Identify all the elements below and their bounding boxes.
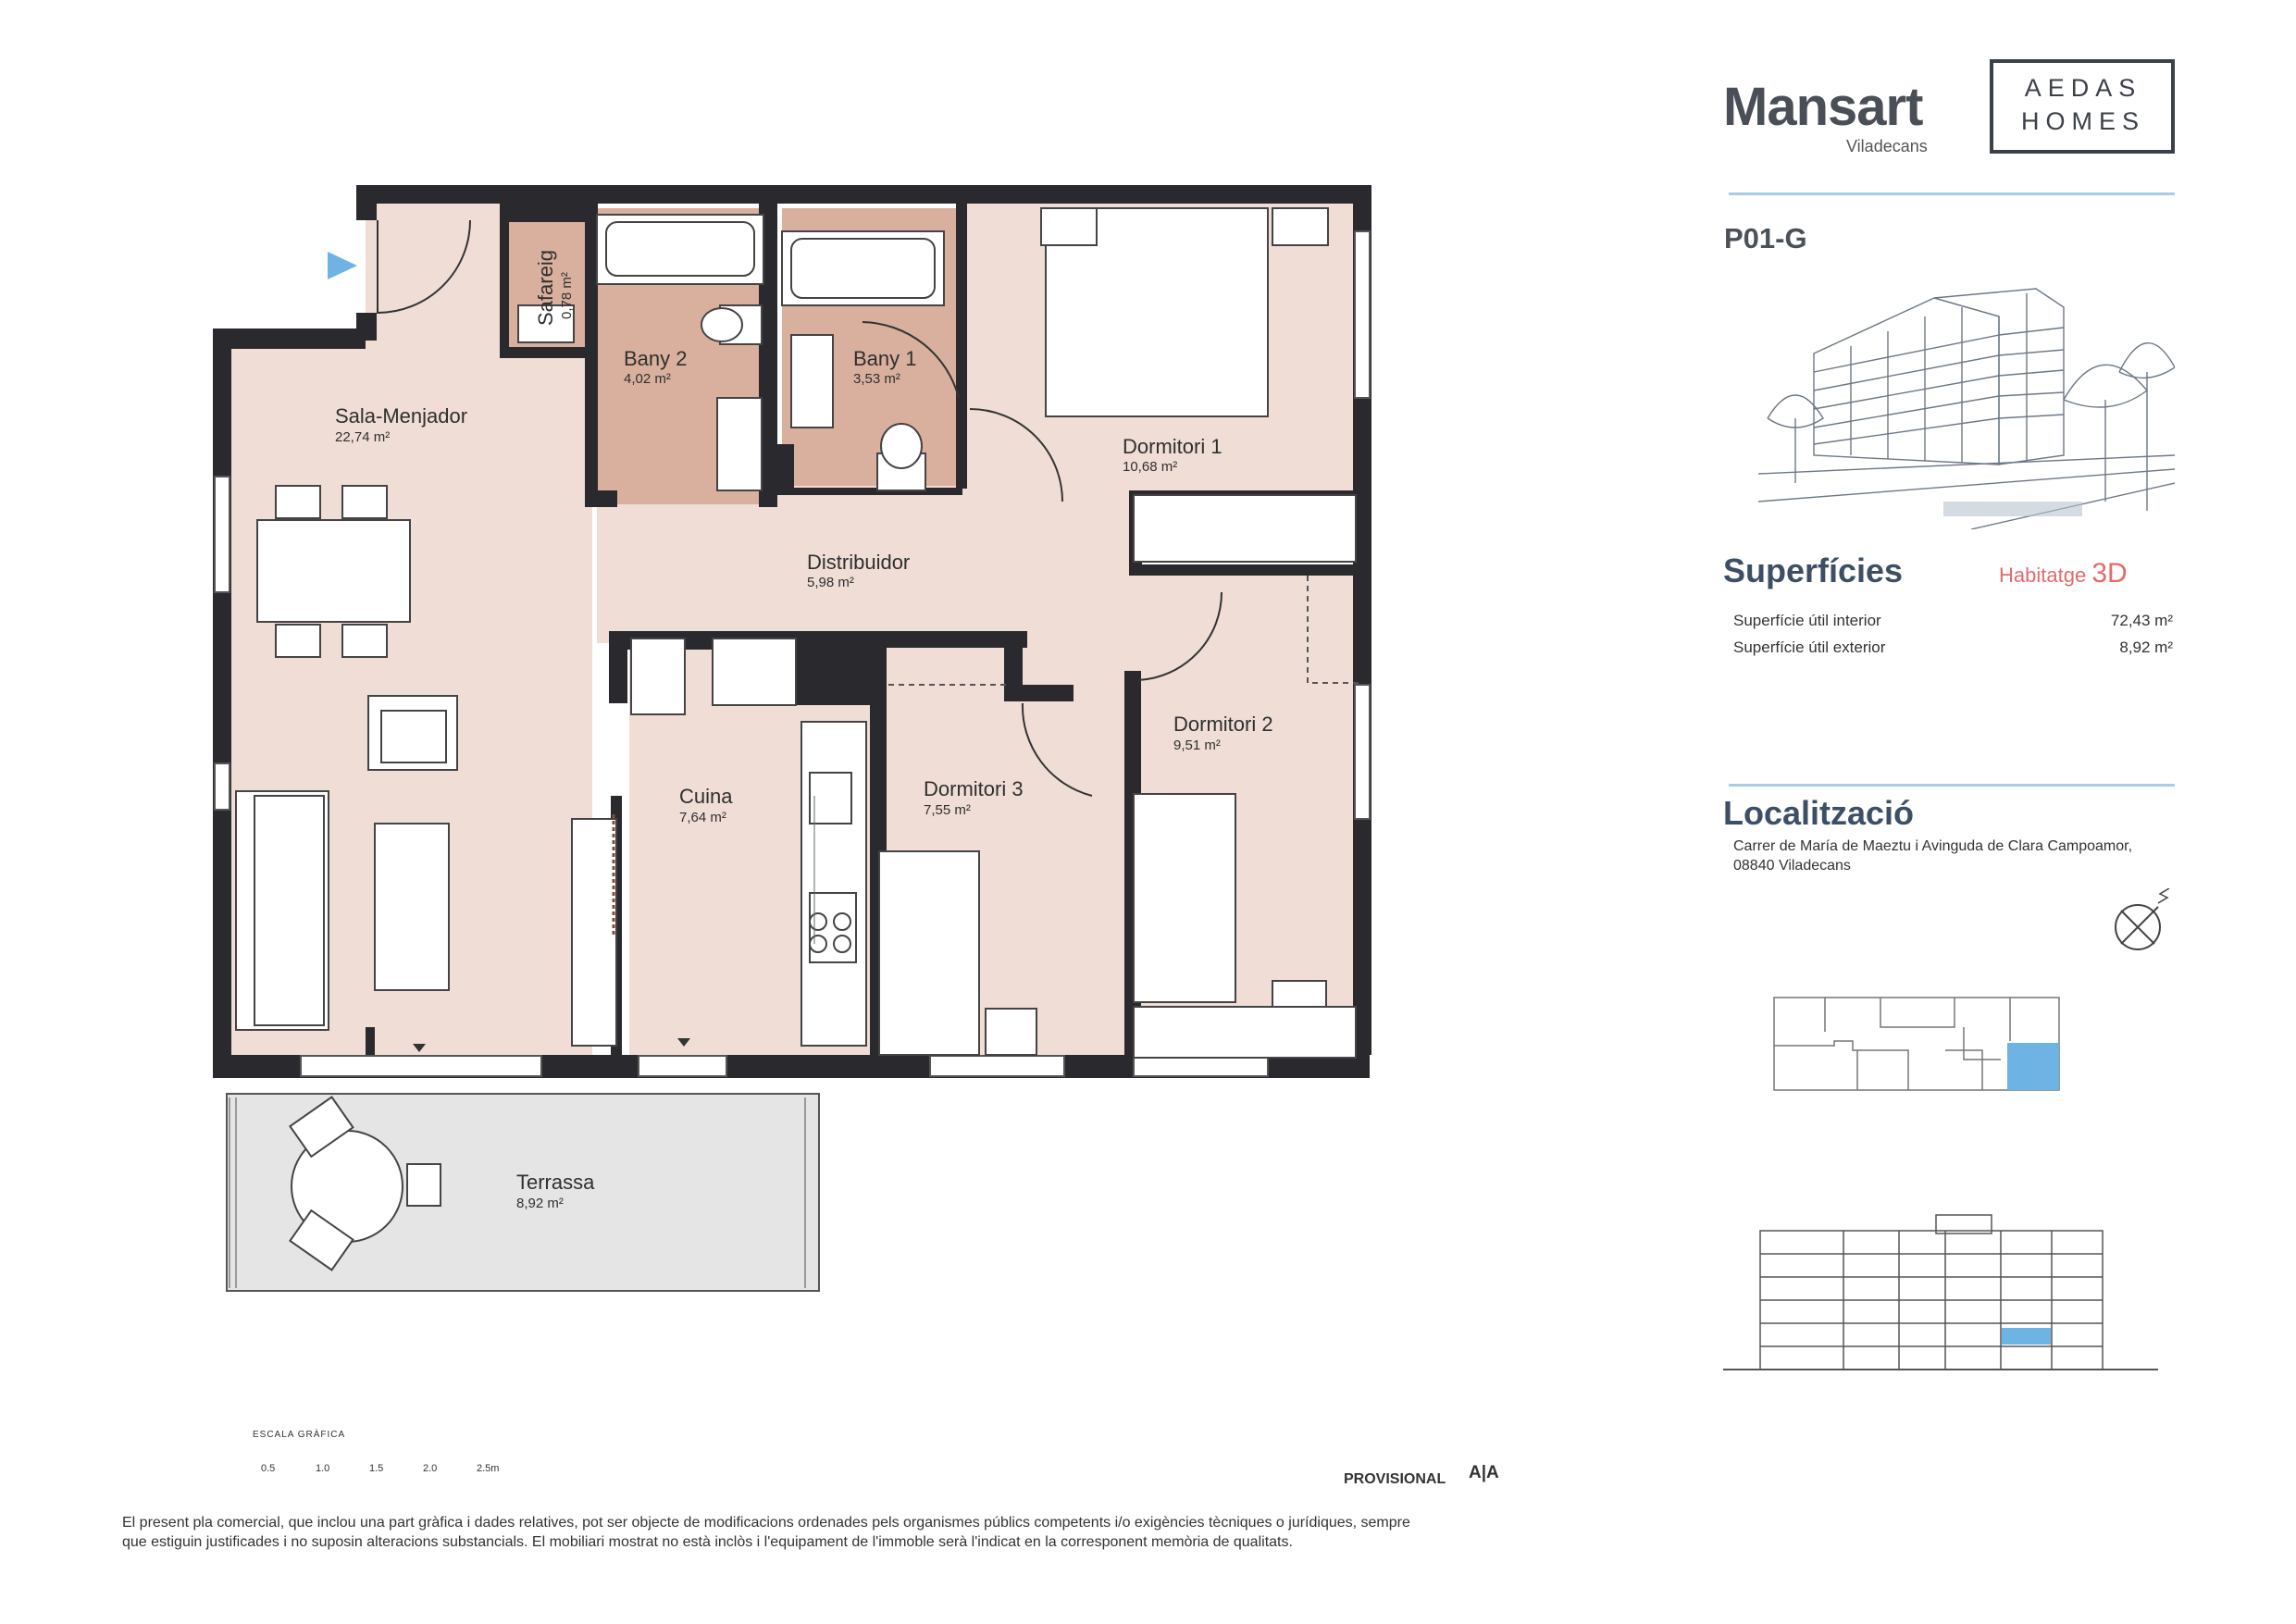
room-name-terrace: Terrassa [516,1171,595,1194]
room-area-bedroom2: 9,51 m² [1173,738,1221,753]
room-labels: Safareig 0,78 m² Bany 2 4,02 m² Bany 1 3… [335,250,1273,1211]
disclaimer-line1: El present pla comercial, que inclou una… [122,1515,1410,1531]
disclaimer-line2: que estiguin justificades i no suposin a… [122,1534,1293,1550]
room-name-hall: Distribuidor [807,551,910,574]
room-area-bath2: 4,02 m² [624,371,671,387]
interior-surface-value: 72,43 m² [2110,612,2173,629]
interior-surface-label: Superfície útil interior [1733,612,1881,629]
brand-name: Mansart [1723,77,1923,137]
divider [1729,784,2175,787]
location-title: Localització [1723,794,1915,832]
room-area-terrace: 8,92 m² [516,1196,564,1211]
address-line1: Carrer de María de Maeztu i Avinguda de … [1733,838,2133,854]
unit-type-label: Habitatge [1999,564,2087,587]
room-area-laundry: 0,78 m² [559,272,575,319]
scale-title: ESCALA GRÀFICA [253,1430,346,1440]
room-name-kitchen: Cuina [679,785,733,808]
windows [214,230,1371,1077]
scale-tick: 2.0 [423,1463,438,1474]
compass-icon [2115,888,2170,950]
room-area-living: 22,74 m² [335,429,390,445]
unit-type: Habitatge 3D [1999,558,2128,589]
room-name-bedroom1: Dormitori 1 [1123,435,1222,458]
unit-type-value: 3D [2091,558,2128,589]
surfaces-title: Superfícies [1723,552,1904,589]
room-area-kitchen: 7,64 m² [679,810,726,825]
divider [1729,192,2175,195]
scale-tick: 1.0 [316,1463,330,1474]
floor-plan: Safareig 0,78 m² Bany 2 4,02 m² Bany 1 3… [213,185,1371,1292]
room-name-bedroom3: Dormitori 3 [924,777,1024,800]
energy-rating: A|A [1469,1463,1499,1482]
room-name-bath1: Bany 1 [853,347,917,370]
brand-city: Viladecans [1846,137,1928,155]
partner-logo-line1: AEDAS [2024,74,2142,102]
room-area-bedroom3: 7,55 m² [924,802,971,818]
building-illustration [1758,288,2175,529]
energy-status: PROVISIONAL [1344,1471,1446,1487]
interior-surface-row: Superfície útil interior 72,43 m² [1733,612,2173,630]
exterior-surface-value: 8,92 m² [2119,638,2173,656]
scale-tick: 1.5 [369,1463,384,1474]
address-line2: 08840 Viladecans [1733,858,1851,874]
exterior-surface-label: Superfície útil exterior [1733,638,1886,656]
room-name-living: Sala-Menjador [335,404,467,428]
room-area-bath1: 3,53 m² [853,371,900,387]
room-area-bedroom1: 10,68 m² [1123,459,1177,475]
scale-tick: 0.5 [261,1463,276,1474]
section-diagram [1723,1214,2158,1370]
room-name-bedroom2: Dormitori 2 [1173,713,1273,736]
partner-logo-line2: HOMES [2020,107,2145,135]
scale-tick: 2.5m [477,1463,500,1474]
key-plan [1773,997,2060,1091]
entrance-arrow-icon [328,252,357,279]
room-area-hall: 5,98 m² [807,575,854,590]
room-name-laundry: Safareig [534,250,557,326]
partner-logo [1990,59,2175,154]
exterior-surface-row: Superfície útil exterior 8,92 m² [1733,638,2173,657]
unit-code: P01-G [1724,222,1807,254]
room-name-bath2: Bany 2 [624,347,688,370]
